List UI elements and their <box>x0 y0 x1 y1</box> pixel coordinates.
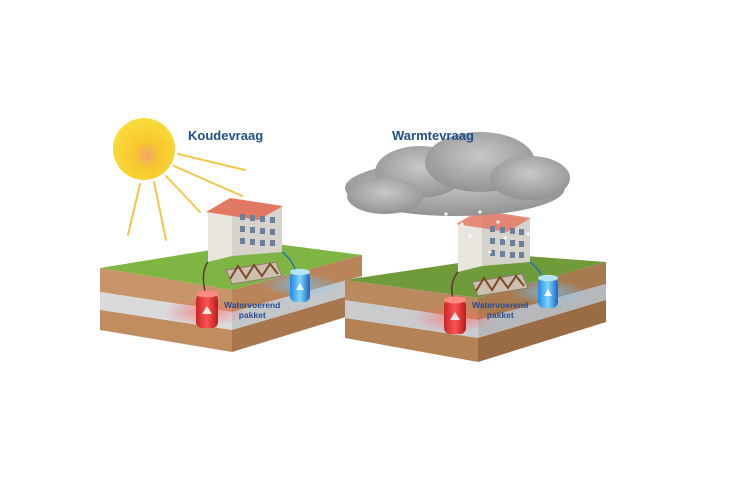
right-building <box>456 210 531 272</box>
left-aquifer-line2: pakket <box>238 310 266 320</box>
cloud-icon <box>345 132 570 216</box>
right-panel-title: Warmtevraag <box>392 128 474 143</box>
flame-icon <box>450 312 460 320</box>
left-ground-block <box>100 242 362 352</box>
sun-icon <box>113 118 175 180</box>
right-warm-tank <box>444 296 466 334</box>
left-warm-tank <box>196 290 218 328</box>
right-cloud <box>345 132 570 254</box>
right-cold-tank <box>538 274 558 308</box>
snowflake-icon <box>544 289 552 296</box>
left-panel-title: Koudevraag <box>188 128 264 143</box>
left-heat-exchanger <box>202 251 299 297</box>
snow-dots <box>408 210 538 254</box>
left-aquifer-label: Watervoerend pakket <box>224 300 280 320</box>
flame-icon <box>202 306 212 314</box>
left-sun <box>113 118 246 241</box>
left-aquifer-line1: Watervoerend <box>224 300 281 310</box>
left-cold-tank <box>290 268 310 302</box>
right-aquifer-line2: pakket <box>486 310 514 320</box>
right-aquifer-label: Watervoerend pakket <box>472 300 528 320</box>
right-aquifer-line1: Watervoerend <box>472 300 529 310</box>
snowflake-icon <box>296 283 304 290</box>
left-building <box>206 198 283 262</box>
sun-rays <box>127 153 246 241</box>
